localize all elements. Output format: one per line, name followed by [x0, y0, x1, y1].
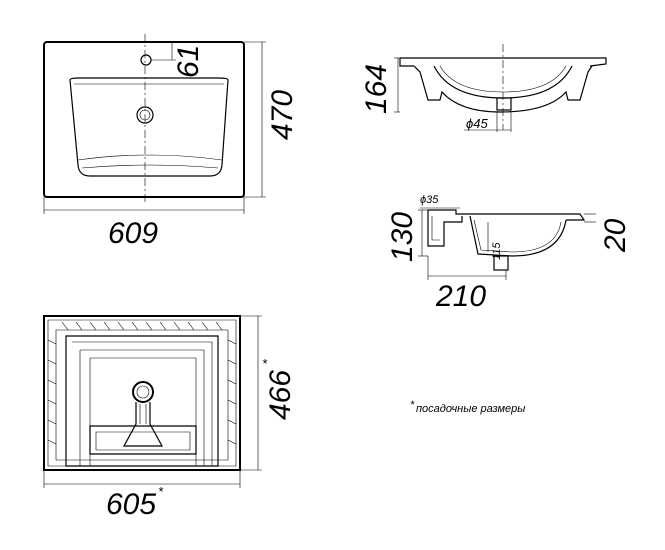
side-back-wall	[427, 210, 463, 247]
top-view-drain	[136, 106, 154, 124]
bottom-drain-support	[122, 402, 164, 447]
side-height-dimension: 130	[386, 212, 419, 262]
front-section-view: 164 ϕ45	[360, 44, 607, 132]
bottom-view-outline	[43, 315, 241, 471]
bottom-width-dimension: 605	[106, 488, 156, 521]
top-view-bowl	[69, 77, 229, 177]
side-rim-dimension: 20	[599, 218, 632, 253]
drain-diameter-dimension: ϕ45	[466, 116, 488, 131]
bottom-depth-mark: *	[262, 356, 268, 371]
front-drain	[496, 97, 512, 111]
tap-offset-dimension: 61	[172, 45, 205, 78]
side-section-view: ϕ35 115 130 20 210	[386, 194, 632, 313]
footnote-mark: *	[410, 399, 415, 411]
front-bowl-outline	[413, 65, 593, 113]
footnote: * посадочные размеры	[410, 399, 525, 415]
overflow-diameter-dimension: ϕ35	[420, 194, 439, 206]
bottom-ribs	[47, 321, 237, 445]
side-depth-dimension: 210	[435, 280, 486, 313]
footnote-text: посадочные размеры	[416, 403, 525, 415]
top-view-outline	[43, 41, 245, 198]
tap-hole	[140, 54, 152, 66]
bottom-bowl-frame	[65, 335, 219, 467]
side-bowl-outline	[469, 215, 567, 257]
bottom-depth-dimension: 466	[264, 370, 297, 420]
bottom-width-mark: *	[158, 484, 164, 499]
top-width-dimension: 609	[108, 217, 158, 250]
top-view: 61 470 609	[43, 34, 299, 250]
bottom-drain	[132, 381, 154, 403]
top-depth-dimension: 470	[266, 90, 299, 140]
side-inner-dimension: 115	[491, 242, 503, 260]
bottom-view: 466 * 605 *	[43, 315, 297, 521]
front-height-dimension: 164	[360, 64, 393, 114]
bottom-stand	[89, 425, 197, 455]
side-drain	[493, 255, 509, 271]
